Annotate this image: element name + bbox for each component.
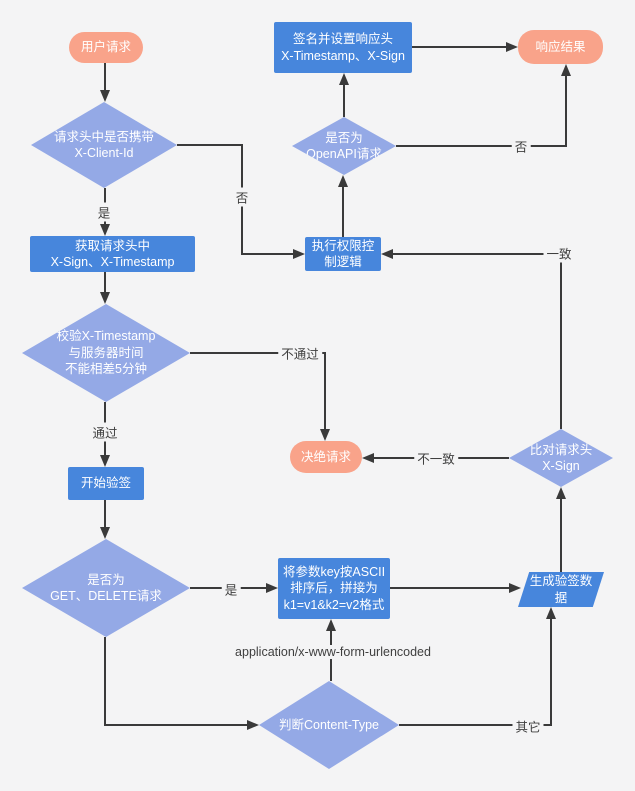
node-response-result: 响应结果 <box>518 30 603 64</box>
edge-method-no-to-contenttype <box>104 637 259 730</box>
node-acl-logic: 执行权限控 制逻辑 <box>305 237 381 271</box>
edge-label-client-id-no: 否 <box>232 187 252 207</box>
node-user-request: 用户请求 <box>69 32 143 63</box>
edge-contenttype-other-to-gensign <box>399 607 556 726</box>
edge-label-timestamp-pass: 通过 <box>89 422 121 442</box>
edge-label-client-id-yes: 是 <box>94 202 114 222</box>
edge-label-content-type-other: 其它 <box>512 716 544 736</box>
edge-label-timestamp-fail: 不通过 <box>278 343 322 363</box>
edge-label-sign-mismatch: 不一致 <box>414 448 458 468</box>
edge-label-sign-match: 一致 <box>543 243 575 263</box>
node-get-headers: 获取请求头中 X-Sign、X-Timestamp <box>30 236 195 272</box>
edge-label-content-type-form: application/x-www-form-urlencoded <box>232 645 434 659</box>
edge-label-openapi-no: 否 <box>511 136 531 156</box>
edge-label-method-yes: 是 <box>221 579 241 599</box>
edge-comparesign-match-to-acl <box>381 249 562 429</box>
node-build-params: 将参数key按ASCII 排序后，拼接为 k1=v1&k2=v2格式 <box>278 558 390 619</box>
node-start-verify: 开始验签 <box>68 467 144 500</box>
edge-openapi-no-to-response <box>396 64 571 147</box>
edge-timestamp-fail-to-reject <box>190 352 330 441</box>
node-reject-request: 决绝请求 <box>290 441 362 473</box>
node-gen-sign-data: 生成验签数 据 <box>518 572 604 607</box>
node-sign-response: 签名并设置响应头 X-Timestamp、X-Sign <box>274 22 412 73</box>
